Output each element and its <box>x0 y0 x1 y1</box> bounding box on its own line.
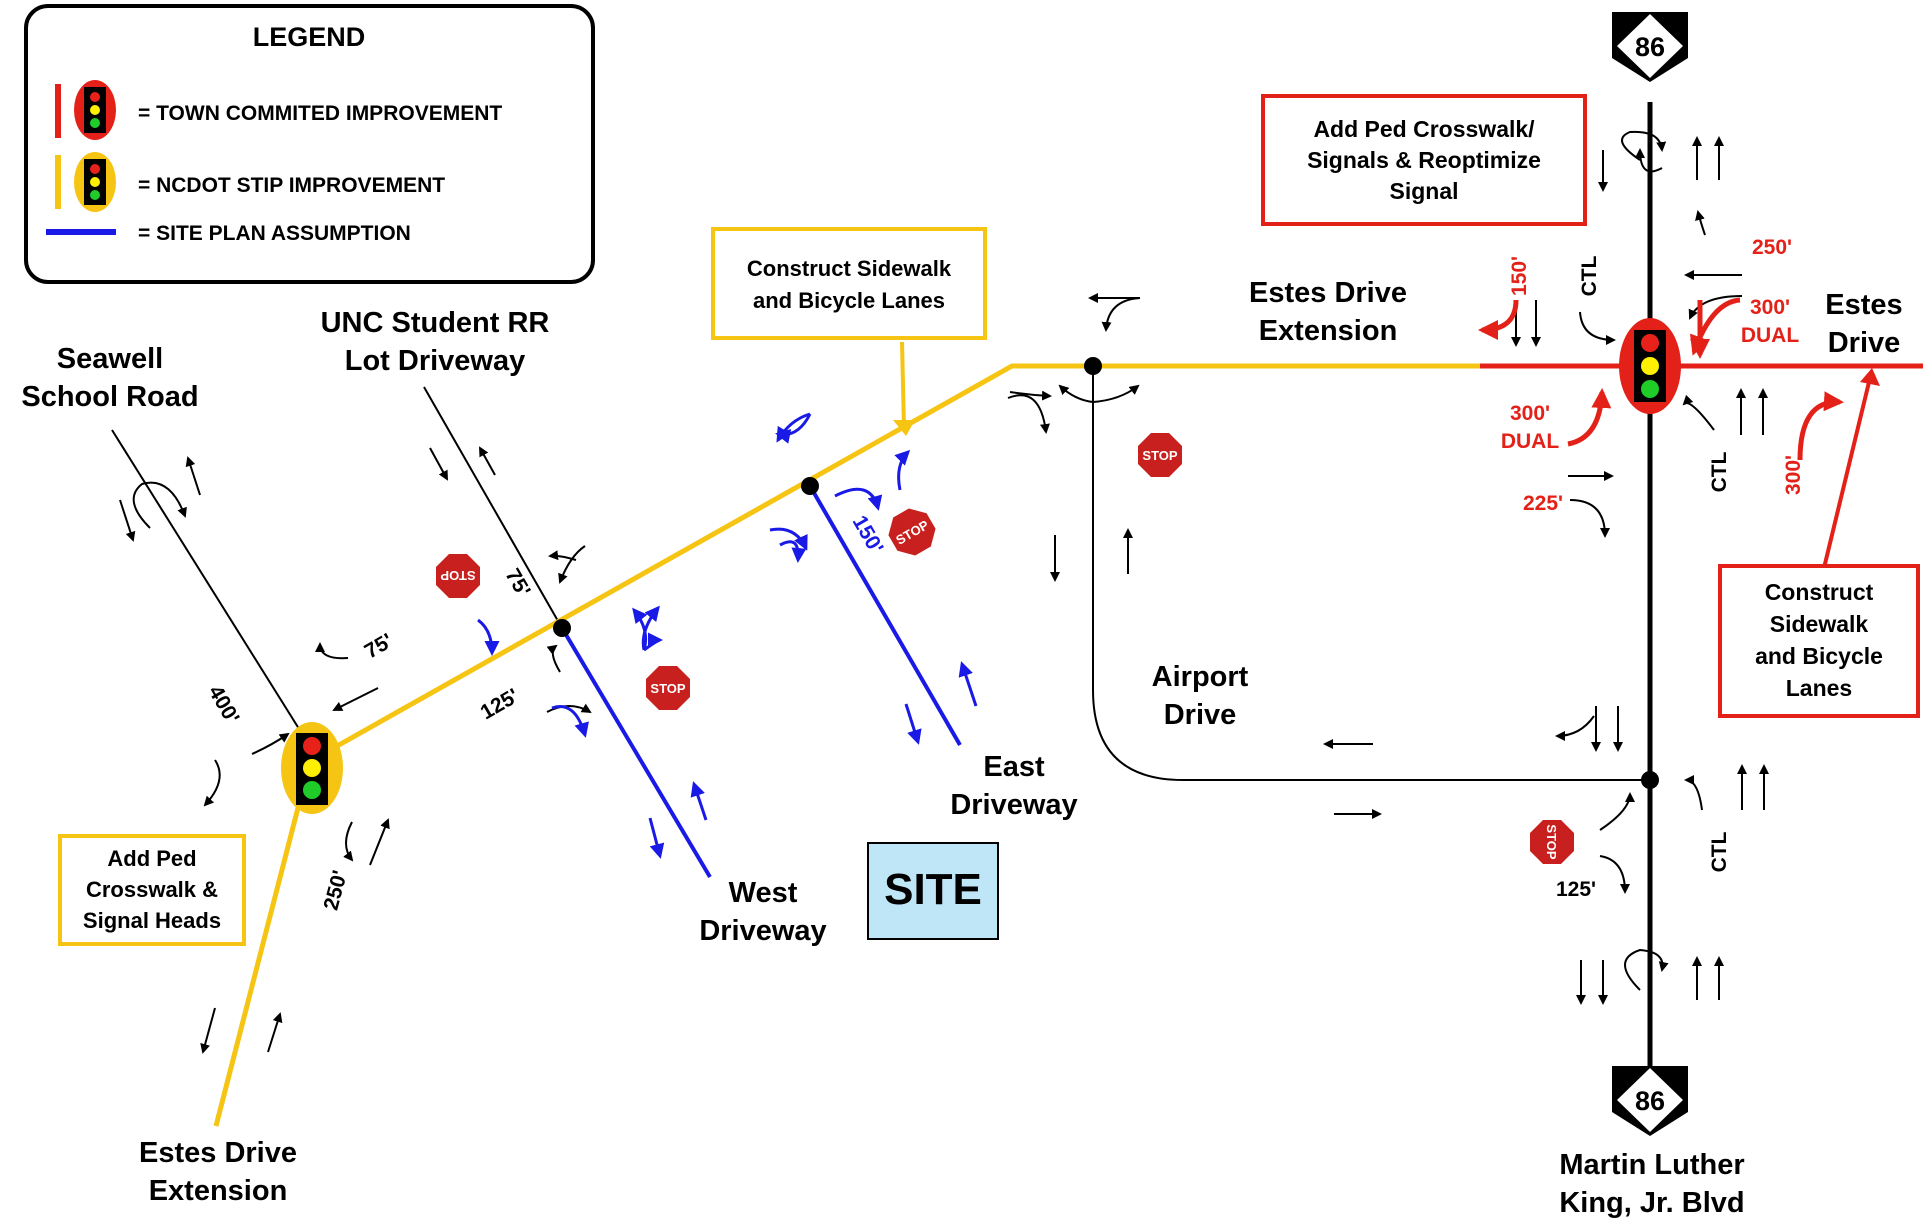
estes-drive-label-2: Drive <box>1828 327 1901 359</box>
intersection-nodes <box>553 357 1659 789</box>
seawell-school-road <box>111 429 307 741</box>
estes-drive-label-1: Estes <box>1825 289 1902 321</box>
estes-ext-bottom-label-2: Extension <box>149 1175 288 1207</box>
storage-75a: 75' <box>361 629 397 663</box>
site-label: SITE <box>884 865 982 914</box>
legend: LEGEND = TOWN COMMITED IMPROVEMENT = NCD… <box>24 4 595 284</box>
seawell-label-1: Seawell <box>57 343 163 375</box>
ctl-label-north: CTL <box>1578 255 1601 296</box>
storage-250b: 250' <box>1752 236 1792 259</box>
legend-ncdot-label: = NCDOT STIP IMPROVEMENT <box>138 174 445 197</box>
svg-text:Add Ped: Add Ped <box>107 846 196 871</box>
west-driveway-label-1: West <box>729 877 798 909</box>
ctl-label-middle: CTL <box>1708 451 1731 492</box>
svg-text:Add Ped Crosswalk/: Add Ped Crosswalk/ <box>1313 116 1535 142</box>
storage-250a: 250' <box>319 868 352 913</box>
svg-text:STOP: STOP <box>650 681 685 696</box>
east-driveway-line <box>808 484 962 747</box>
nc-86-shield-south-icon: 86 <box>1612 1066 1688 1136</box>
nc-86-shield-south-label: 86 <box>1635 1086 1665 1116</box>
storage-150-site: 150' <box>848 512 888 558</box>
callout-top-red: Add Ped Crosswalk/ Signals & Reoptimize … <box>1261 94 1587 226</box>
callout-leader-top-yellow <box>900 341 906 429</box>
legend-title: LEGEND <box>253 22 366 52</box>
node-airport-mlk <box>1641 771 1659 789</box>
callout-right-red: Construct Sidewalk and Bicycle Lanes <box>1718 564 1920 718</box>
storage-400: 400' <box>204 682 244 728</box>
callout-leader-right-red-arrow <box>1860 368 1880 386</box>
storage-225: 225' <box>1523 492 1563 515</box>
storage-300dual-wb-1: 300' <box>1750 296 1790 319</box>
callout-leader-right-red <box>1822 377 1872 569</box>
unc-rr-driveway <box>423 386 563 629</box>
nc-86-shield-north-label: 86 <box>1635 32 1665 62</box>
node-airport-north <box>1084 357 1102 375</box>
stop-sign-icon: STOP <box>436 554 480 598</box>
storage-labels: 400' 75' 250' 75' 125' 150' 150' 300' DU… <box>204 236 1805 913</box>
airport-label-1: Airport <box>1152 661 1249 693</box>
east-driveway-label-2: Driveway <box>950 789 1077 821</box>
airport-drive-road <box>1092 366 1650 781</box>
nc-86-shield-north-icon: 86 <box>1612 12 1688 82</box>
seawell-label-2: School Road <box>21 381 198 413</box>
east-driveway-label-1: East <box>983 751 1045 783</box>
storage-300dual-wb-2: DUAL <box>1741 324 1799 347</box>
svg-text:Signals & Reoptimize: Signals & Reoptimize <box>1307 147 1541 173</box>
svg-text:Signal Heads: Signal Heads <box>83 908 221 933</box>
svg-text:STOP: STOP <box>1142 448 1177 463</box>
estes-ext-top-label-2: Extension <box>1259 315 1398 347</box>
storage-125b: 125' <box>1556 878 1596 901</box>
estes-drive-extension-south <box>213 799 303 1127</box>
legend-town-label: = TOWN COMMITED IMPROVEMENT <box>138 102 502 125</box>
storage-125a: 125' <box>477 684 523 724</box>
node-east-driveway <box>801 477 819 495</box>
svg-text:and Bicycle: and Bicycle <box>1755 643 1883 669</box>
svg-text:STOP: STOP <box>1544 824 1559 859</box>
stop-sign-icon: STOP <box>1138 433 1182 477</box>
legend-site-label: = SITE PLAN ASSUMPTION <box>138 222 411 245</box>
legend-town-signal-icon <box>74 80 116 140</box>
west-driveway-line <box>560 626 712 879</box>
callout-left-yellow: Add Ped Crosswalk & Signal Heads <box>58 834 246 946</box>
svg-text:Crosswalk &: Crosswalk & <box>86 877 218 902</box>
svg-text:Lanes: Lanes <box>1786 675 1852 701</box>
storage-300c: 300' <box>1782 455 1805 495</box>
svg-text:Construct: Construct <box>1765 579 1874 605</box>
svg-text:Signal: Signal <box>1389 178 1458 204</box>
mlk-label-2: King, Jr. Blvd <box>1559 1187 1744 1219</box>
stop-sign-icon: STOP <box>646 666 690 710</box>
stop-sign-icon: STOP <box>1530 820 1574 864</box>
storage-300dual-eb-2: DUAL <box>1501 430 1559 453</box>
storage-150-red: 150' <box>1508 256 1531 296</box>
estes-ext-top-label-1: Estes Drive <box>1249 277 1407 309</box>
road-labels: Seawell School Road UNC Student RR Lot D… <box>21 277 1902 1219</box>
lane-arrows <box>119 130 1769 1054</box>
site-box: SITE <box>867 842 999 940</box>
unc-rr-label-2: Lot Driveway <box>345 345 526 377</box>
estes-drive-extension-road <box>328 363 1480 753</box>
roads <box>111 102 1923 1127</box>
stop-sign-icon: STOP <box>888 508 936 556</box>
mlk-label-1: Martin Luther <box>1559 1149 1744 1181</box>
signal-estes-mlk-icon <box>1619 318 1681 414</box>
legend-ncdot-signal-icon <box>74 152 116 212</box>
west-driveway-label-2: Driveway <box>699 915 826 947</box>
callout-top-yellow: Construct Sidewalk and Bicycle Lanes <box>711 227 987 340</box>
svg-text:and Bicycle Lanes: and Bicycle Lanes <box>753 288 945 313</box>
red-arrows <box>1478 297 1844 461</box>
unc-rr-label-1: UNC Student RR <box>321 307 550 339</box>
ctl-label-south: CTL <box>1708 831 1731 872</box>
airport-label-2: Drive <box>1164 699 1237 731</box>
svg-text:Sidewalk: Sidewalk <box>1770 611 1869 637</box>
svg-text:STOP: STOP <box>440 568 475 583</box>
site-plan-arrows <box>477 412 978 859</box>
callout-leader-top-yellow-arrow <box>893 420 915 436</box>
svg-text:Construct Sidewalk: Construct Sidewalk <box>747 256 952 281</box>
node-unc-rr <box>553 619 571 637</box>
estes-ext-bottom-label-1: Estes Drive <box>139 1137 297 1169</box>
signal-seawell-icon <box>281 722 343 814</box>
storage-300dual-eb-1: 300' <box>1510 402 1550 425</box>
